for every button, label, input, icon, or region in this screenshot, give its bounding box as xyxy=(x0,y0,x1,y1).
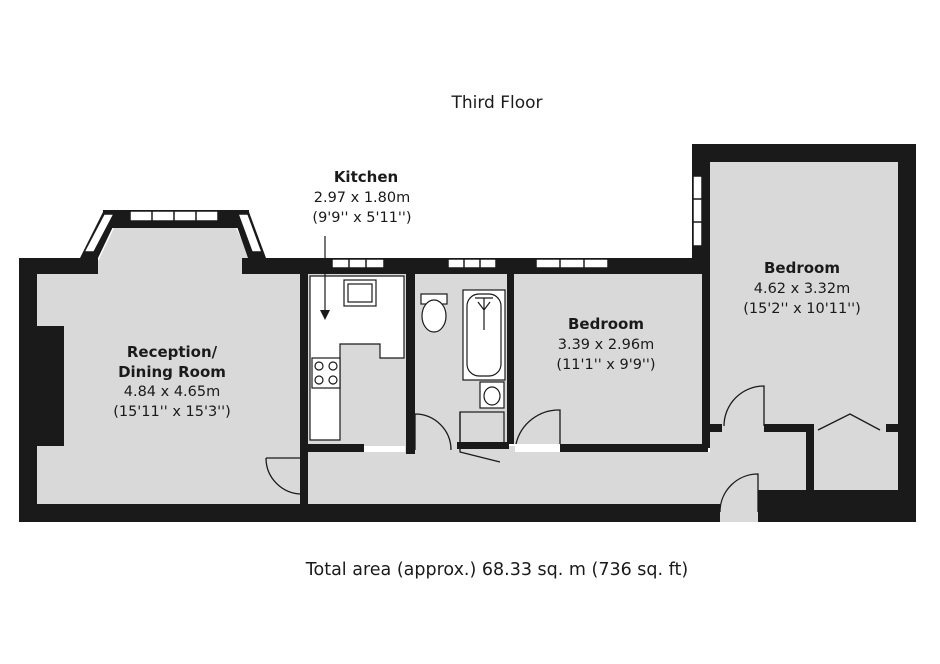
windows xyxy=(82,175,703,269)
top-wall-reception-left xyxy=(19,258,98,274)
outer-left-wall xyxy=(19,258,37,522)
bedroom-right-imperial: (15'2'' x 10'11'') xyxy=(743,301,861,317)
bedroom-middle-name: Bedroom xyxy=(568,315,644,333)
reception-imperial: (15'11'' x 15'3'') xyxy=(113,404,231,420)
bedroom-middle-floor xyxy=(514,274,702,444)
wardrobe-doors xyxy=(817,413,881,431)
bay-right-window xyxy=(236,213,264,253)
cupboard-right-wall-top xyxy=(886,424,898,432)
bathroom-door xyxy=(414,413,452,451)
kitchen-name: Kitchen xyxy=(334,168,398,186)
outer-bottom-wall xyxy=(19,504,720,522)
kitchen-counter xyxy=(309,275,405,441)
floor-areas xyxy=(37,162,898,522)
total-area: Total area (approx.) 68.33 sq. m (736 sq… xyxy=(305,560,688,580)
outer-bottom-wall-right xyxy=(758,490,916,522)
bay-left-window xyxy=(82,213,116,253)
kitchen-imperial: (9'9'' x 5'11'') xyxy=(312,210,411,226)
bathroom-cupboard xyxy=(459,411,505,447)
wall-bath-bedroom xyxy=(507,274,514,444)
reception-floor xyxy=(37,228,300,504)
reception-name-line-2: Dining Room xyxy=(118,363,226,381)
outer-right-wall xyxy=(898,144,916,522)
labels: Third Floor Reception/ Dining Room 4.84 … xyxy=(113,93,861,580)
fixtures xyxy=(309,236,506,447)
reception-door xyxy=(265,457,303,495)
bedroom-right-top-wall xyxy=(692,144,916,162)
wall-reception-kitchen xyxy=(300,274,308,452)
kitchen-metric: 2.97 x 1.80m xyxy=(314,190,411,206)
toilet-bowl xyxy=(421,299,447,333)
floor-title: Third Floor xyxy=(450,93,542,113)
chimney-breast xyxy=(37,326,64,446)
bedroom-right-door xyxy=(723,385,765,427)
kitchen-window xyxy=(331,258,385,269)
kitchen-bottom-wall xyxy=(308,444,364,452)
bedroom-right-window xyxy=(692,175,703,247)
bedroom-middle-bottom-wall xyxy=(560,444,708,452)
cupboard-left-wall xyxy=(806,424,814,490)
bedroom-middle-imperial: (11'1'' x 9'9'') xyxy=(556,357,655,373)
top-wall-reception-right xyxy=(242,258,308,274)
bedroom-right-metric: 4.62 x 3.32m xyxy=(754,281,851,297)
bedroom-right-name: Bedroom xyxy=(764,259,840,277)
wall-kitchen-bath xyxy=(406,274,415,454)
bedroom-middle-metric: 3.39 x 2.96m xyxy=(558,337,655,353)
wall-reception-lower xyxy=(300,452,308,504)
bedroom-right-bottom-wall xyxy=(764,424,814,432)
reception-metric: 4.84 x 4.65m xyxy=(124,384,221,400)
bedroom-middle-window xyxy=(535,258,609,269)
hallway-floor xyxy=(300,452,720,504)
entrance-door xyxy=(719,473,759,513)
bathroom-window xyxy=(447,258,497,269)
reception-name-line-1: Reception/ xyxy=(127,343,218,361)
wall-bedrooms xyxy=(702,258,710,448)
bedroom-middle-door xyxy=(515,409,561,445)
shower-icon xyxy=(475,297,493,330)
bedroom-right-bottom-wall-left xyxy=(710,424,722,432)
